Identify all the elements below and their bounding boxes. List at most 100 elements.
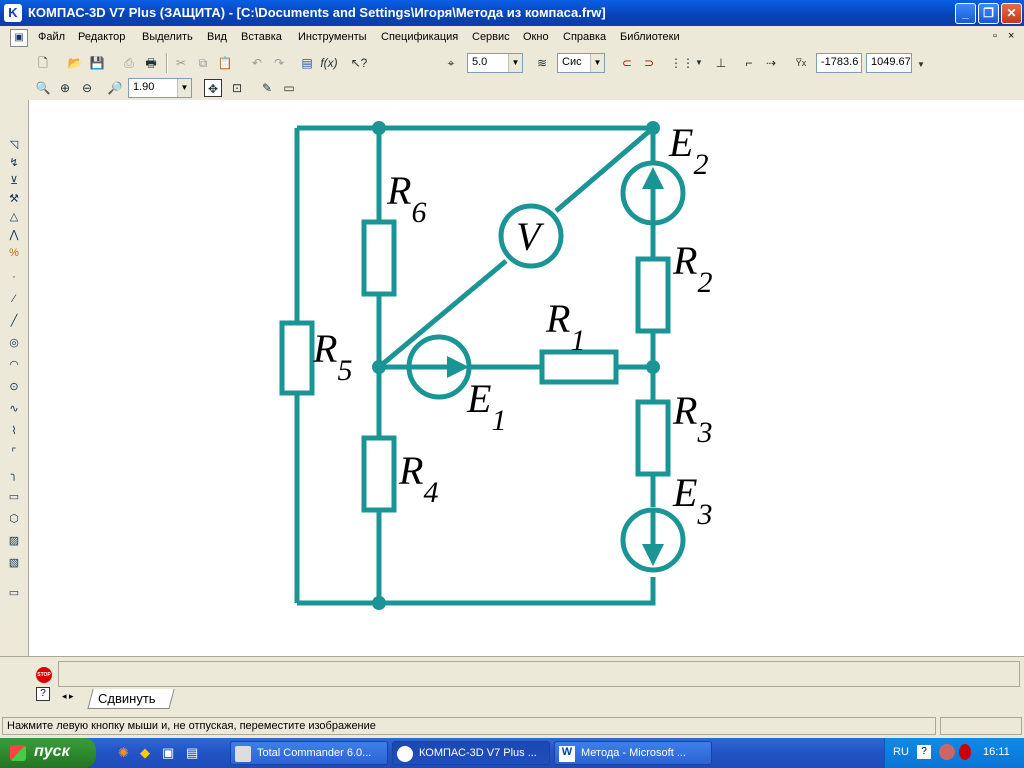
coords-dropdown-icon[interactable]: ▼ bbox=[917, 60, 925, 69]
menu-insert[interactable]: Вставка bbox=[241, 31, 282, 43]
save-icon[interactable]: 💾 bbox=[89, 56, 105, 70]
coord-y-field[interactable]: 1049.67 bbox=[866, 53, 912, 73]
polygon-tool-icon[interactable]: ⬡ bbox=[9, 513, 19, 525]
tab-scroll-arrows[interactable]: ◂ ▸ bbox=[62, 691, 74, 701]
stop-icon[interactable]: STOP bbox=[36, 667, 52, 683]
zoom-dropdown-arrow[interactable]: ▼ bbox=[177, 79, 191, 97]
coord-x-field[interactable]: -1783.6 bbox=[816, 53, 862, 73]
geometry-panel-icon[interactable]: ◹ bbox=[9, 139, 19, 151]
snap-mode-icon[interactable]: ⇢ bbox=[765, 56, 777, 70]
zoom-in-icon[interactable]: ⊕ bbox=[59, 81, 71, 95]
zoom-window-icon[interactable]: 🔍 bbox=[35, 81, 51, 95]
minimize-button[interactable]: _ bbox=[955, 3, 976, 24]
help-icon[interactable]: ? bbox=[36, 687, 50, 701]
start-button[interactable]: пуск bbox=[0, 738, 96, 768]
open-folder-icon[interactable]: 📂 bbox=[67, 56, 83, 70]
print-preview-icon[interactable]: 🖶 bbox=[145, 56, 157, 70]
close-button[interactable]: ✕ bbox=[1001, 3, 1022, 24]
ellipse-tool-icon[interactable]: ⊙ bbox=[9, 381, 19, 393]
quick-launch-2-icon[interactable]: ◆ bbox=[140, 745, 150, 760]
paste-icon[interactable]: 📋 bbox=[217, 56, 233, 70]
selection-panel-icon[interactable]: % bbox=[9, 247, 19, 259]
tray-app-icon[interactable] bbox=[939, 744, 955, 760]
menu-window[interactable]: Окно bbox=[523, 31, 549, 43]
copy-icon[interactable]: ⧉ bbox=[198, 56, 208, 70]
quick-launch-1-icon[interactable]: ✺ bbox=[118, 745, 129, 760]
annotations-panel-icon[interactable]: ⊻ bbox=[9, 175, 19, 187]
grid-dropdown-icon[interactable]: ▼ bbox=[695, 58, 703, 67]
document-icon[interactable]: ▣ bbox=[10, 29, 28, 47]
menu-help[interactable]: Справка bbox=[563, 31, 607, 43]
arc-tool-icon[interactable]: ◠ bbox=[9, 359, 19, 371]
e2-arrow-head bbox=[642, 167, 664, 189]
rectangle-tool-icon[interactable]: ▭ bbox=[8, 491, 20, 503]
layers-icon[interactable]: ≋ bbox=[536, 56, 548, 70]
undo-icon[interactable]: ↶ bbox=[251, 56, 263, 70]
tab-shift[interactable]: Сдвинуть bbox=[98, 691, 156, 706]
menu-libraries[interactable]: Библиотеки bbox=[620, 31, 680, 43]
zoom-scale-icon[interactable]: 🔎 bbox=[107, 81, 123, 95]
step-cursor-icon[interactable]: ⌖ bbox=[447, 56, 455, 70]
measure-panel-icon[interactable]: ⋀ bbox=[9, 229, 19, 241]
zoom-out-icon[interactable]: ⊖ bbox=[81, 81, 93, 95]
menu-select[interactable]: Выделить bbox=[142, 31, 193, 43]
inner-close-button[interactable]: × bbox=[1008, 30, 1015, 42]
local-cs-icon[interactable]: ⊥ bbox=[715, 56, 727, 70]
menu-file[interactable]: Файл bbox=[38, 31, 66, 43]
local-snap-icon[interactable]: ⊃ bbox=[643, 56, 655, 70]
language-indicator[interactable]: RU bbox=[893, 746, 909, 758]
polyline-tool-icon[interactable]: ⌇ bbox=[11, 425, 17, 437]
point-tool-icon[interactable]: · bbox=[12, 271, 16, 283]
maximize-button[interactable]: ❐ bbox=[978, 3, 999, 24]
step-dropdown-arrow[interactable]: ▼ bbox=[508, 54, 522, 72]
menu-editor[interactable]: Редактор bbox=[78, 31, 126, 43]
zoom-field[interactable]: 1.90 bbox=[128, 78, 192, 98]
task-kompas[interactable]: КОМПАС-3D V7 Plus ... bbox=[392, 741, 550, 765]
aux-line-tool-icon[interactable]: ⁄ bbox=[13, 293, 15, 305]
circle-tool-icon[interactable]: ◎ bbox=[9, 337, 19, 349]
chamfer-tool-icon[interactable]: ⌜ bbox=[11, 447, 17, 459]
redo-icon[interactable]: ↷ bbox=[273, 56, 285, 70]
drawing-canvas[interactable]: R6 R5 R4 R1 R2 R3 E1 E2 E3 V bbox=[28, 100, 1024, 656]
menu-specification[interactable]: Спецификация bbox=[381, 31, 459, 43]
quick-launch-3-icon[interactable]: ▣ bbox=[162, 745, 175, 760]
menu-service[interactable]: Сервис bbox=[472, 31, 510, 43]
menu-tools[interactable]: Инструменты bbox=[298, 31, 367, 43]
ortho-mode-icon[interactable]: ⌐ bbox=[745, 56, 753, 70]
menu-view[interactable]: Вид bbox=[207, 31, 227, 43]
grid-icon[interactable]: ⋮⋮ bbox=[670, 56, 694, 70]
spline-tool-icon[interactable]: ∿ bbox=[9, 403, 19, 415]
print-icon[interactable]: ⎙ bbox=[124, 56, 134, 70]
label-r2: R2 bbox=[672, 238, 712, 299]
new-document-icon[interactable]: 🗋 bbox=[38, 56, 48, 70]
quick-launch-4-icon[interactable]: ▤ bbox=[186, 745, 199, 760]
fillet-tool-icon[interactable]: ╮ bbox=[10, 469, 18, 481]
resistor-r3 bbox=[635, 399, 671, 477]
task-total-commander[interactable]: Total Commander 6.0... bbox=[230, 741, 388, 765]
fill-tool-icon[interactable]: ▧ bbox=[8, 557, 20, 569]
kompas-app-icon[interactable]: K bbox=[4, 4, 22, 22]
display-mode-icon[interactable]: ▭ bbox=[283, 81, 295, 95]
show-all-icon[interactable]: ⊡ bbox=[231, 81, 243, 95]
dimensions-panel-icon[interactable]: ↯ bbox=[9, 157, 19, 169]
refresh-icon[interactable]: ✎ bbox=[261, 81, 273, 95]
pan-icon[interactable]: ✥ bbox=[204, 79, 222, 97]
start-label: пуск bbox=[34, 743, 70, 760]
segment-tool-icon[interactable]: ╱ bbox=[10, 315, 18, 327]
task-word[interactable]: W Метода - Microsoft ... bbox=[554, 741, 712, 765]
variables-icon[interactable]: ▤ bbox=[301, 56, 313, 70]
hatch-tool-icon[interactable]: ▨ bbox=[8, 535, 20, 547]
tray-help-icon[interactable]: ? bbox=[917, 745, 931, 759]
inner-restore-button[interactable]: ▫ bbox=[993, 30, 997, 42]
layer-dropdown-arrow[interactable]: ▼ bbox=[590, 54, 604, 72]
cut-icon[interactable]: ✂ bbox=[175, 56, 187, 70]
editing-panel-icon[interactable]: ⚒ bbox=[9, 193, 19, 205]
function-icon[interactable]: f(x) bbox=[320, 56, 338, 70]
parametrization-panel-icon[interactable]: △ bbox=[9, 211, 19, 223]
snap-magnet-icon[interactable]: ⊂ bbox=[621, 56, 633, 70]
context-help-icon[interactable]: ↖? bbox=[350, 56, 368, 70]
tray-security-icon[interactable] bbox=[959, 744, 971, 760]
label-r5: R5 bbox=[312, 326, 352, 387]
system-tray: RU ? 16:11 bbox=[884, 738, 1024, 768]
more-tools-icon[interactable]: ▭ bbox=[8, 587, 20, 599]
